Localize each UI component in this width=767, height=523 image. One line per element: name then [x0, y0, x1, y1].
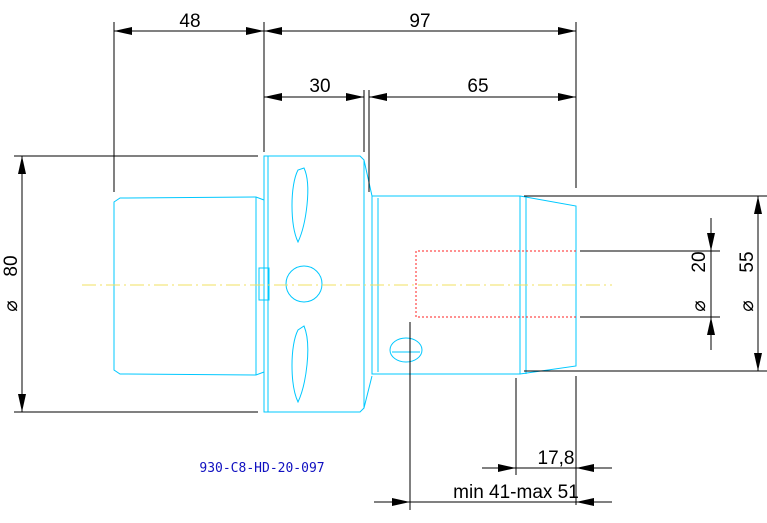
drive-slot-bottom: [291, 325, 309, 404]
flange-right-edge: [363, 159, 373, 197]
part-number-label: 930-C8-HD-20-097: [199, 461, 324, 476]
arrow-30-left: [264, 93, 282, 101]
arrow-97-right: [558, 27, 576, 35]
tool-holder-outline: [113, 155, 577, 413]
dim-text-clamping-range: min 41-max 51: [453, 482, 579, 503]
arrow-65-left: [369, 93, 387, 101]
nose-outline: [519, 195, 577, 375]
arrow-17-8-right: [576, 464, 594, 472]
arrow-17-8-left: [498, 464, 516, 472]
arrow-55-bottom: [754, 353, 762, 371]
dim-text-nose-taper: 17,8: [538, 448, 575, 469]
dim-text-flange-length: 48: [179, 11, 200, 32]
bore-hidden-line: [415, 250, 576, 318]
set-screw: [389, 337, 423, 363]
arrow-20-top: [707, 233, 715, 251]
arrow-55-top: [754, 196, 762, 214]
dia-symbol-20: ⌀: [689, 300, 710, 311]
arrow-48-left: [114, 27, 132, 35]
dia-symbol-55: ⌀: [737, 300, 758, 311]
arrow-48-right: [246, 27, 264, 35]
flange-key: [258, 267, 270, 301]
flange-right-edge-2: [363, 375, 373, 409]
arrow-80-bottom: [18, 394, 26, 412]
dim-text-body-length: 30: [309, 76, 330, 97]
dim-text-body-dia: 55: [737, 251, 758, 272]
flange-hole: [285, 265, 323, 303]
dimensions: [14, 22, 767, 510]
dia-symbol-80: ⌀: [1, 300, 22, 311]
arrow-41-51-right: [576, 498, 594, 506]
dim-text-overall-length: 97: [409, 11, 430, 32]
arrow-20-bottom: [707, 317, 715, 335]
flange-outline: [263, 155, 365, 413]
shank-outline: [113, 196, 265, 376]
drive-slot-top: [291, 167, 309, 244]
arrow-30-right: [346, 93, 364, 101]
arrow-65-right: [558, 93, 576, 101]
arrow-41-51-left: [392, 498, 410, 506]
dim-text-bore-dia: 20: [689, 251, 710, 272]
dim-text-nose-length: 65: [467, 76, 488, 97]
dim-text-flange-dia: 80: [1, 255, 22, 276]
arrow-97-left: [264, 27, 282, 35]
arrow-80-top: [18, 156, 26, 174]
